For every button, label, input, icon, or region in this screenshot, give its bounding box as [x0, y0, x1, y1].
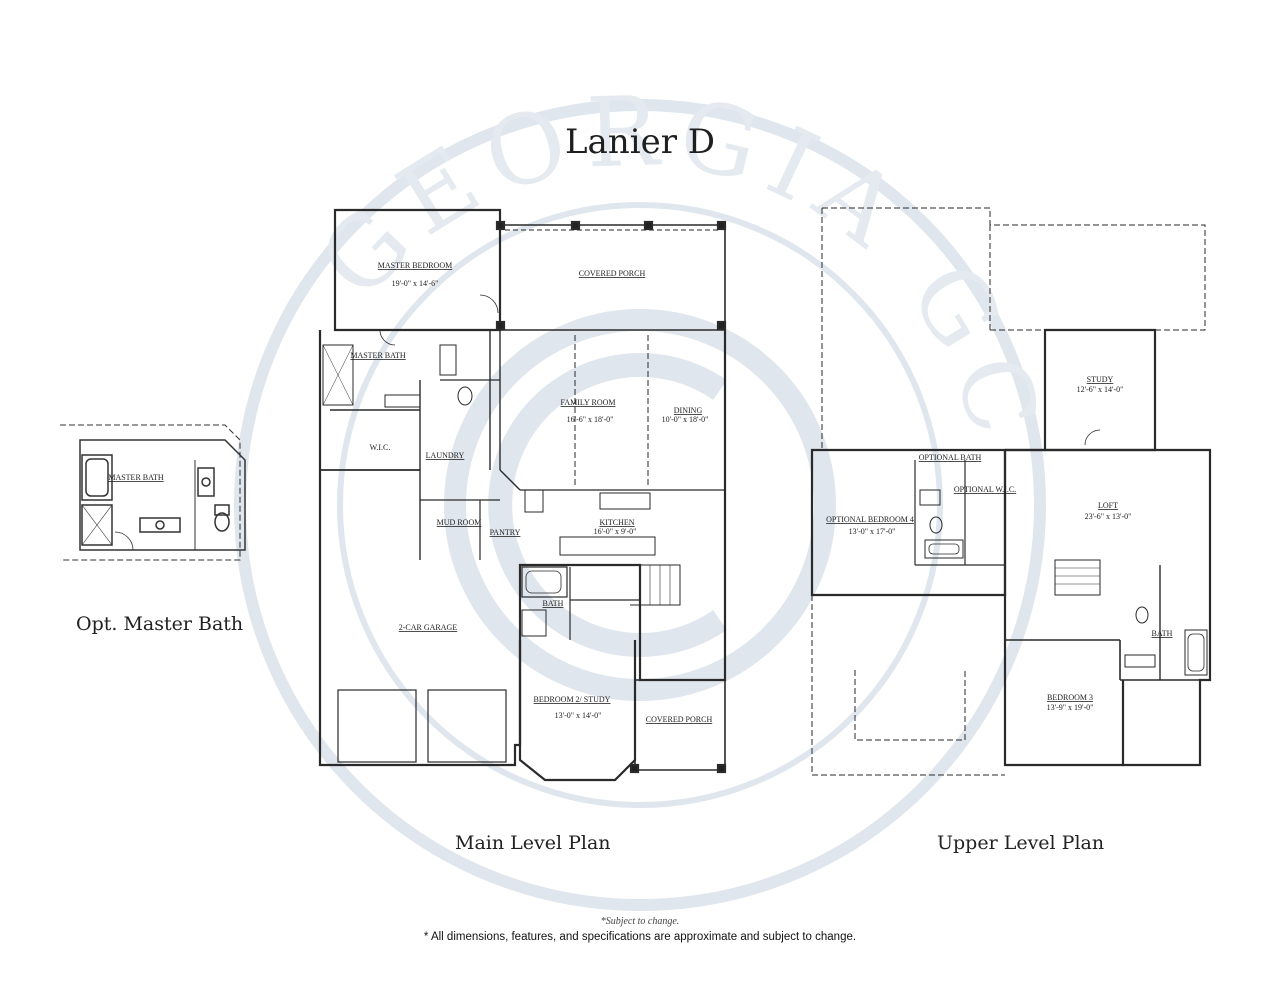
opt-master-bath-label: MASTER BATH — [108, 473, 164, 482]
caption-main-level: Main Level Plan — [455, 832, 611, 854]
svg-text:BEDROOM 2/ STUDY: BEDROOM 2/ STUDY — [534, 695, 611, 704]
main-level-labels: MASTER BEDROOM 19'-0" x 14'-6" COVERED P… — [350, 261, 712, 724]
svg-text:13'-9" x 19'-0": 13'-9" x 19'-0" — [1047, 703, 1094, 712]
caption-upper-level: Upper Level Plan — [937, 832, 1105, 854]
upper-level-plan — [810, 207, 1212, 776]
svg-text:DINING: DINING — [674, 406, 703, 415]
svg-text:KITCHEN: KITCHEN — [599, 518, 634, 527]
caption-opt-master-bath: Opt. Master Bath — [76, 613, 244, 635]
svg-text:COVERED PORCH: COVERED PORCH — [579, 269, 646, 278]
svg-text:MUD ROOM: MUD ROOM — [437, 518, 482, 527]
svg-text:FAMILY ROOM: FAMILY ROOM — [561, 398, 616, 407]
svg-text:W.I.C.: W.I.C. — [370, 443, 391, 452]
svg-text:BEDROOM 3: BEDROOM 3 — [1047, 693, 1093, 702]
svg-text:MASTER BEDROOM: MASTER BEDROOM — [378, 261, 452, 270]
main-level-plan — [318, 208, 1101, 782]
svg-text:13'-0" x 17'-0": 13'-0" x 17'-0" — [849, 527, 896, 536]
svg-text:LOFT: LOFT — [1098, 501, 1118, 510]
svg-text:2-CAR GARAGE: 2-CAR GARAGE — [399, 623, 458, 632]
svg-text:19'-0" x 14'-6": 19'-0" x 14'-6" — [392, 279, 439, 288]
svg-text:LAUNDRY: LAUNDRY — [426, 451, 465, 460]
svg-text:OPTIONAL BEDROOM 4: OPTIONAL BEDROOM 4 — [826, 515, 914, 524]
subject-note: *Subject to change. — [600, 916, 680, 927]
upper-level-labels: STUDY 12'-6" x 14'-0" OPTIONAL BEDROOM 4… — [826, 375, 1173, 712]
disclaimer-note: * All dimensions, features, and specific… — [423, 931, 857, 943]
svg-text:OPTIONAL W.I.C.: OPTIONAL W.I.C. — [954, 485, 1016, 494]
svg-text:16'-6" x 18'-0": 16'-6" x 18'-0" — [567, 415, 614, 424]
svg-text:PANTRY: PANTRY — [490, 528, 521, 537]
svg-text:13'-0" x 14'-0": 13'-0" x 14'-0" — [555, 711, 602, 720]
opt-master-bath-plan — [60, 424, 246, 561]
svg-text:MASTER BATH: MASTER BATH — [350, 351, 406, 360]
svg-text:BATH: BATH — [1152, 629, 1173, 638]
svg-text:16'-0" x 9'-0": 16'-0" x 9'-0" — [594, 527, 637, 536]
svg-text:BATH: BATH — [543, 599, 564, 608]
svg-text:12'-6" x 14'-0": 12'-6" x 14'-0" — [1077, 385, 1124, 394]
svg-text:OPTIONAL BATH: OPTIONAL BATH — [919, 453, 982, 462]
page-title: Lanier D — [564, 122, 716, 162]
svg-text:STUDY: STUDY — [1087, 375, 1114, 384]
svg-text:COVERED PORCH: COVERED PORCH — [646, 715, 713, 724]
svg-text:10'-0" x 18'-0": 10'-0" x 18'-0" — [662, 415, 709, 424]
svg-text:23'-6" x 13'-0": 23'-6" x 13'-0" — [1085, 512, 1132, 521]
